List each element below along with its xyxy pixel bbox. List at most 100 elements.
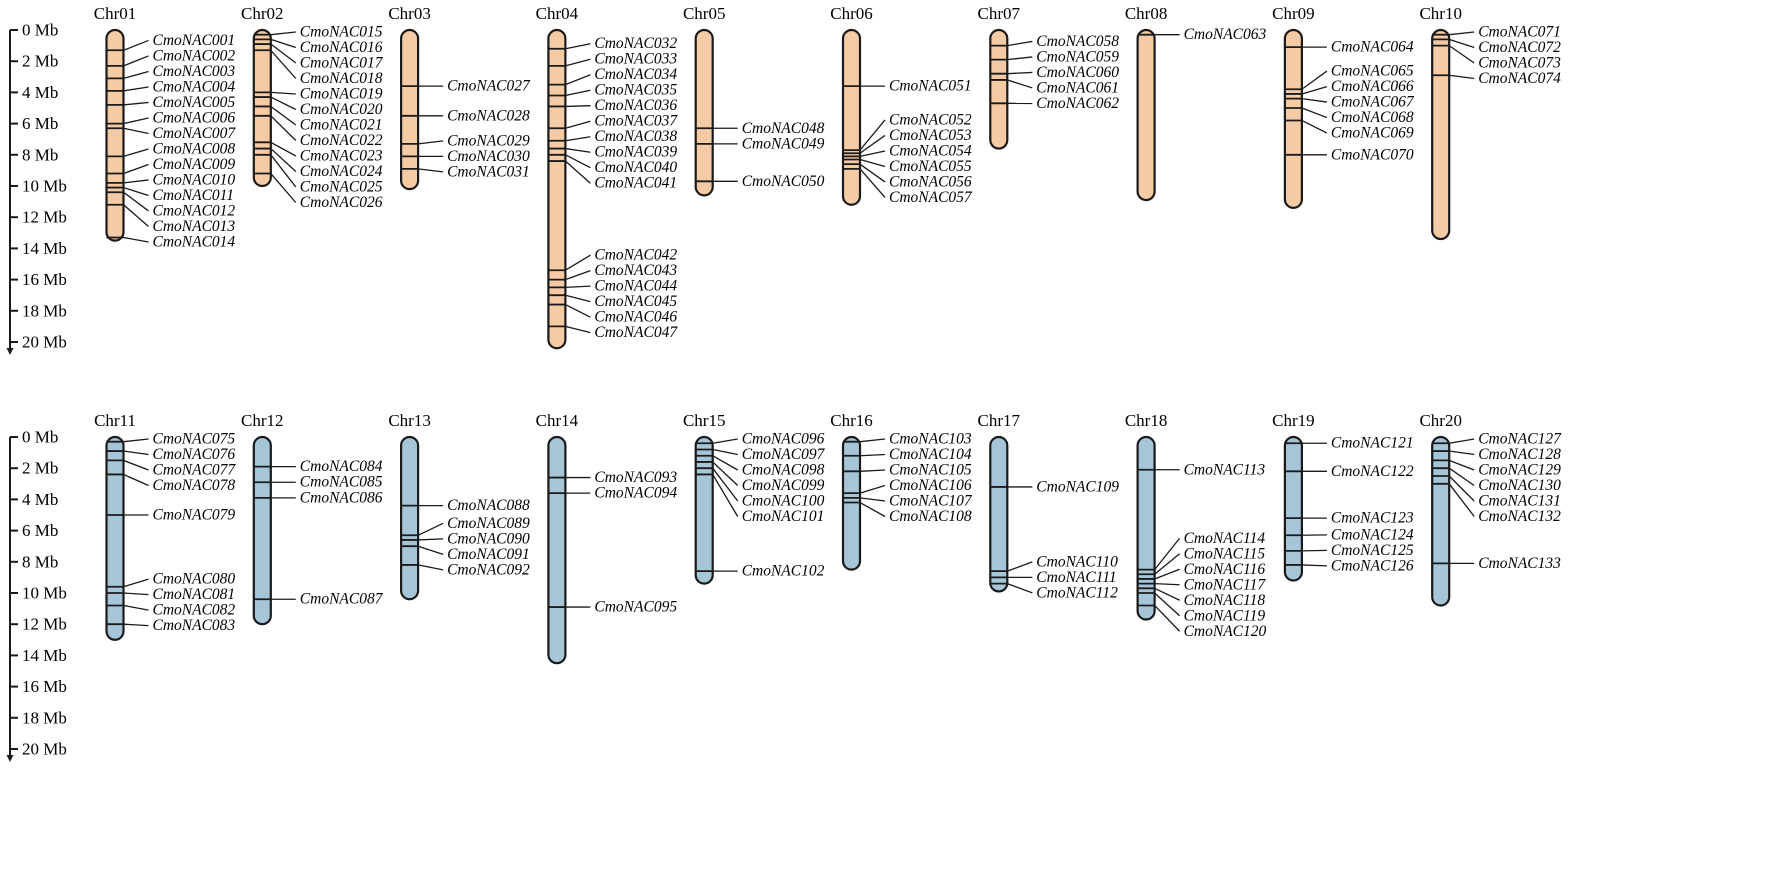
gene-leader-line — [123, 450, 149, 456]
chromosome-Chr09: Chr09CmoNAC064CmoNAC065CmoNAC066CmoNAC06… — [1272, 4, 1415, 209]
gene-leader-line — [859, 469, 886, 472]
chromosome-body — [400, 28, 420, 191]
gene-label: CmoNAC077 — [153, 462, 237, 479]
gene-leader-line — [859, 484, 886, 494]
gene-label: CmoNAC024 — [300, 163, 383, 180]
gene-leader-line — [123, 459, 149, 471]
chromosome-Chr19: Chr19CmoNAC121CmoNAC122CmoNAC123CmoNAC12… — [1272, 411, 1414, 582]
gene-label: CmoNAC035 — [594, 82, 677, 99]
chromosome-label: Chr20 — [1419, 411, 1462, 430]
gene-leader-line — [1448, 475, 1475, 502]
gene-leader-line — [712, 461, 739, 486]
gene-label: CmoNAC083 — [153, 617, 236, 634]
gene-leader-line — [418, 168, 444, 173]
gene-leader-line — [123, 191, 149, 212]
scale-tick-label: 10 Mb — [22, 177, 67, 196]
gene-leader-line — [1448, 459, 1475, 471]
gene-label: CmoNAC075 — [153, 431, 236, 448]
gene-label: CmoNAC097 — [742, 446, 826, 463]
chromosome-label: Chr02 — [241, 4, 284, 23]
gene-label: CmoNAC052 — [889, 111, 972, 128]
gene-label: CmoNAC086 — [300, 489, 383, 506]
gene-label: CmoNAC074 — [1478, 70, 1561, 87]
chromosome-Chr17: Chr17CmoNAC109CmoNAC110CmoNAC111CmoNAC11… — [978, 411, 1120, 601]
gene-label: CmoNAC042 — [594, 247, 677, 264]
gene-leader-line — [123, 55, 149, 67]
gene-leader-line — [565, 43, 591, 50]
gene-label: CmoNAC088 — [447, 497, 530, 514]
chromosome-Chr10: Chr10CmoNAC071CmoNAC072CmoNAC073CmoNAC07… — [1419, 4, 1561, 241]
gene-label: CmoNAC062 — [1036, 95, 1119, 112]
gene-label: CmoNAC021 — [300, 117, 383, 134]
gene-leader-line — [123, 179, 149, 184]
gene-leader-line — [123, 473, 149, 487]
gene-leader-line — [859, 501, 886, 518]
gene-leader-line — [565, 254, 591, 271]
gene-label: CmoNAC098 — [742, 462, 825, 479]
gene-label: CmoNAC046 — [594, 309, 677, 326]
chromosome-Chr01: Chr01CmoNAC001CmoNAC002CmoNAC003CmoNAC00… — [94, 4, 237, 250]
gene-leader-line — [123, 101, 149, 106]
scale-arrow-icon — [6, 348, 14, 355]
gene-leader-line — [859, 168, 886, 198]
gene-leader-line — [123, 592, 149, 596]
gene-label: CmoNAC028 — [447, 107, 530, 124]
gene-label: CmoNAC103 — [889, 431, 972, 448]
scale-tick-label: 14 Mb — [22, 646, 67, 665]
chromosome-label: Chr06 — [830, 4, 873, 23]
gene-label: CmoNAC029 — [447, 132, 530, 149]
gene-label: CmoNAC055 — [889, 158, 972, 175]
gene-label: CmoNAC100 — [742, 493, 825, 510]
gene-label: CmoNAC059 — [1036, 48, 1119, 65]
gene-leader-line — [712, 467, 739, 502]
chromosome-Chr11: Chr11CmoNAC075CmoNAC076CmoNAC077CmoNAC07… — [94, 411, 237, 641]
chromosome-label: Chr10 — [1419, 4, 1462, 23]
chromosome-label: Chr11 — [94, 411, 136, 430]
scale-tick-label: 0 Mb — [22, 428, 58, 447]
chromosome-body — [105, 435, 125, 641]
gene-label: CmoNAC034 — [594, 66, 677, 83]
gene-leader-line — [1301, 70, 1328, 90]
chromosome-Chr15: Chr15CmoNAC096CmoNAC097CmoNAC098CmoNAC09… — [683, 411, 826, 585]
chromosome-Chr13: Chr13CmoNAC088CmoNAC089CmoNAC090CmoNAC09… — [388, 411, 530, 601]
gene-leader-line — [1449, 438, 1475, 444]
scale-tick-label: 18 Mb — [22, 708, 67, 727]
gene-leader-line — [1301, 97, 1327, 103]
gene-label: CmoNAC108 — [889, 508, 972, 525]
chromosome-label: Chr08 — [1125, 4, 1168, 23]
gene-leader-line — [565, 136, 591, 142]
gene-label: CmoNAC064 — [1331, 39, 1414, 56]
chromosome-Chr20: Chr20CmoNAC127CmoNAC128CmoNAC129CmoNAC13… — [1419, 411, 1562, 607]
gene-label: CmoNAC096 — [742, 431, 825, 448]
gene-leader-line — [1448, 45, 1475, 64]
gene-label: CmoNAC045 — [594, 293, 677, 310]
gene-label: CmoNAC036 — [594, 97, 677, 114]
chromosome-label: Chr14 — [536, 411, 579, 430]
gene-leader-line — [1154, 553, 1181, 575]
gene-label: CmoNAC113 — [1184, 461, 1266, 478]
gene-leader-line — [712, 474, 739, 517]
gene-leader-line — [270, 115, 297, 141]
gene-leader-line — [712, 448, 738, 456]
chromosome-label: Chr18 — [1125, 411, 1168, 430]
gene-leader-line — [123, 186, 149, 197]
gene-label: CmoNAC010 — [153, 171, 236, 188]
gene-leader-line — [1007, 79, 1033, 89]
gene-label: CmoNAC014 — [153, 233, 236, 250]
gene-leader-line — [1007, 40, 1033, 47]
chromosome-Chr12: Chr12CmoNAC084CmoNAC085CmoNAC086CmoNAC08… — [241, 411, 384, 626]
gene-leader-line — [270, 141, 297, 157]
chromosome-Chr04: Chr04CmoNAC032CmoNAC033CmoNAC034CmoNAC03… — [536, 4, 678, 350]
scale-tick-label: 20 Mb — [22, 333, 67, 352]
chromosome-body — [694, 435, 714, 585]
gene-label: CmoNAC130 — [1478, 477, 1561, 494]
gene-label: CmoNAC051 — [889, 78, 972, 95]
gene-label: CmoNAC066 — [1331, 78, 1414, 95]
gene-label: CmoNAC060 — [1036, 64, 1119, 81]
gene-label: CmoNAC038 — [594, 128, 677, 145]
chromosome-body — [1283, 28, 1304, 209]
chromosome-body — [1431, 28, 1451, 241]
